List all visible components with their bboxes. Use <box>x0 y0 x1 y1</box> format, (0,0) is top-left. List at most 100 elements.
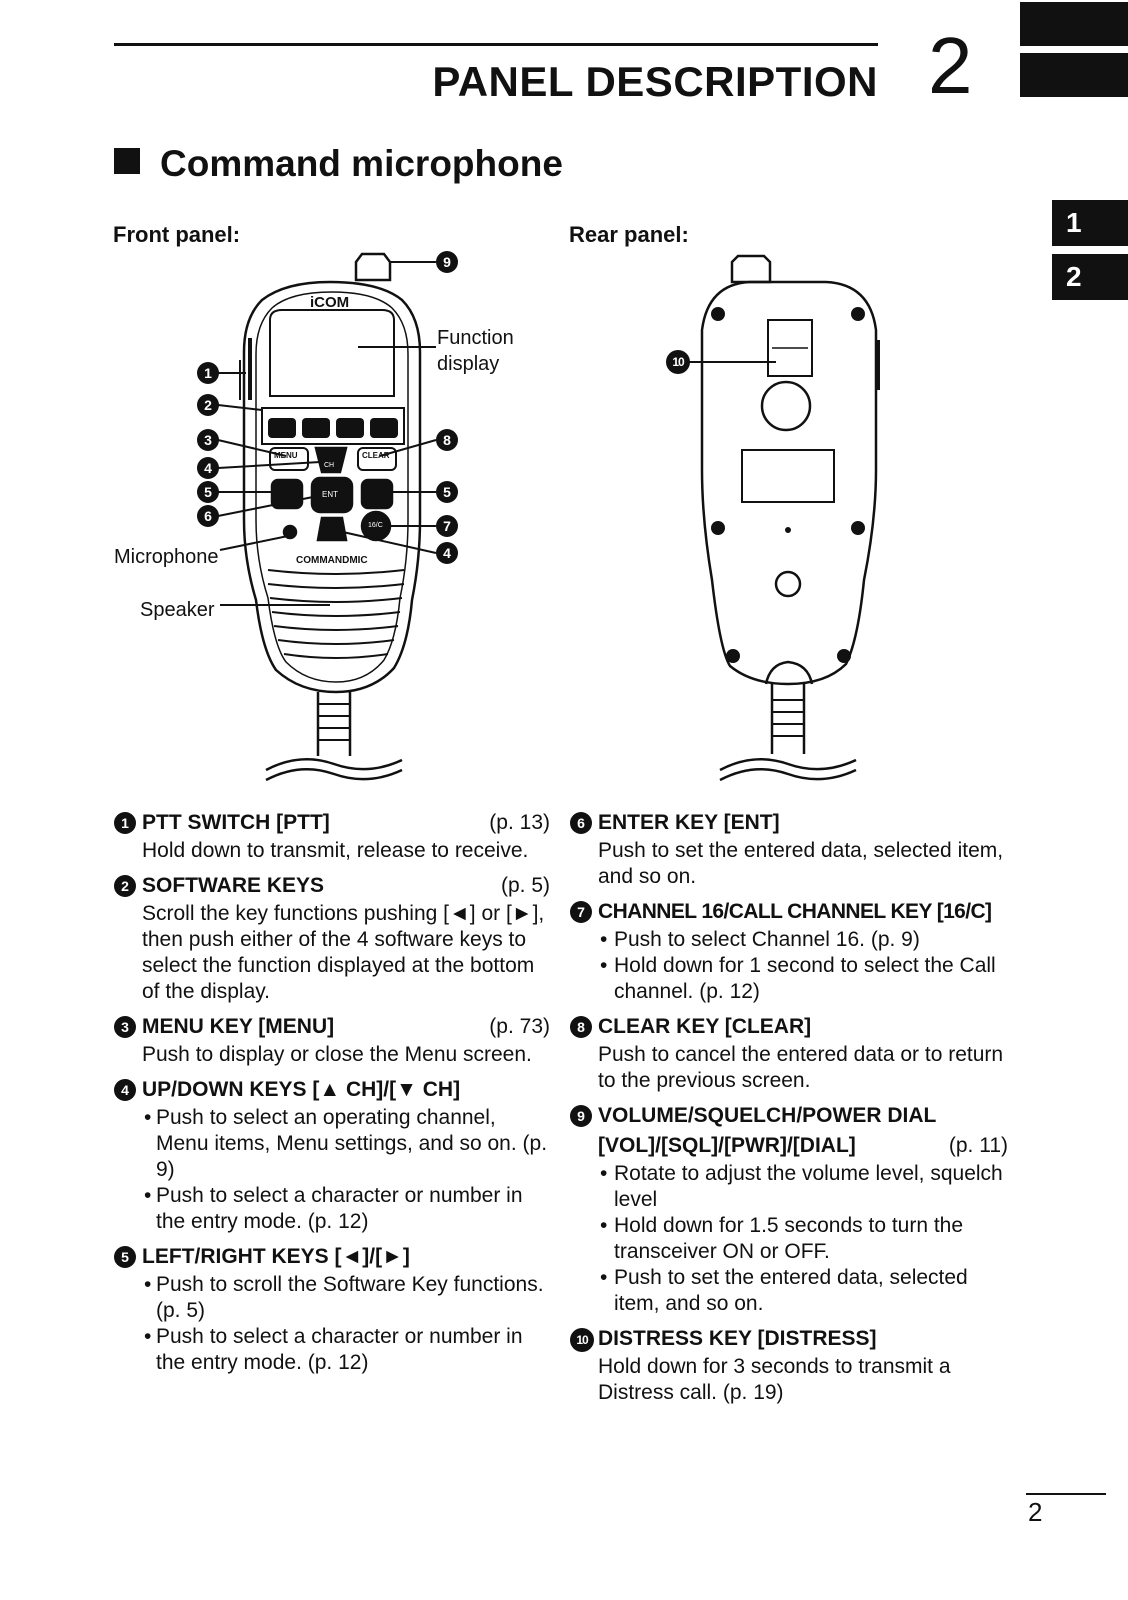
item-bullet: Hold down for 1 second to select the Cal… <box>570 953 1008 1005</box>
front-menu-key <box>269 447 309 471</box>
page-reference: (p. 11) <box>948 1134 1008 1157</box>
callout-5-right: 5 <box>436 481 458 503</box>
item-number: 9 <box>570 1105 592 1127</box>
speaker-callout: Speaker <box>140 599 215 621</box>
item-bullet: Hold down for 1.5 seconds to turn the tr… <box>570 1213 1008 1265</box>
callout-4-right: 4 <box>436 542 458 564</box>
item-description: Push to set the entered data, selected i… <box>598 839 1004 888</box>
item-description: Hold down for 3 seconds to transmit a Di… <box>598 1355 951 1404</box>
page-title: PANEL DESCRIPTION <box>432 58 878 105</box>
callout-4-left: 4 <box>197 457 219 479</box>
front-mic-body <box>242 280 422 694</box>
item-number: 6 <box>570 812 592 834</box>
item-number: 7 <box>570 901 592 923</box>
front-mic-knob <box>354 252 392 282</box>
rear-mic-knob <box>730 254 772 284</box>
footer-rule <box>1026 1493 1106 1495</box>
item-bullet: Push to select an operating channel, Men… <box>114 1105 550 1183</box>
item-title-line-1: VOLUME/SQUELCH/POWER DIAL <box>598 1104 937 1127</box>
item-title: CLEAR KEY [CLEAR] <box>598 1015 812 1038</box>
item-left-right-keys: 5 LEFT/RIGHT KEYS [◄]/[►] Push to scroll … <box>114 1242 550 1376</box>
header-rule <box>114 43 878 46</box>
item-software-keys: 2 SOFTWARE KEYS (p. 5) Scroll the key func… <box>114 871 550 1005</box>
callout-8: 8 <box>436 429 458 451</box>
front-cable <box>316 692 352 756</box>
function-display-callout: Function display <box>437 327 514 375</box>
callout-10: 10 <box>666 350 690 374</box>
item-description: Scroll the key functions pushing [◄] or … <box>142 902 545 1003</box>
front-mic-icon-dot <box>282 524 298 540</box>
item-title: PTT SWITCH [PTT] <box>142 811 330 834</box>
section-title: Command microphone <box>160 143 563 184</box>
callout-9: 9 <box>436 251 458 273</box>
item-bullet: Push to select a character or number in … <box>114 1183 550 1235</box>
item-number: 10 <box>570 1328 594 1352</box>
item-bullet: Rotate to adjust the volume level, squel… <box>570 1161 1008 1213</box>
front-down-key <box>316 516 348 542</box>
item-ptt-switch: 1 PTT SWITCH [PTT] (p. 13) Hold down to tr… <box>114 808 550 864</box>
page-reference: (p. 73) <box>489 1015 550 1038</box>
front-enter-key <box>310 476 354 514</box>
item-volume-dial: 9 VOLUME/SQUELCH/POWER DIAL [VOL]/[SQL]/[P… <box>570 1101 1008 1317</box>
item-bullet: Push to scroll the Software Key function… <box>114 1272 550 1324</box>
rear-distress-key <box>767 319 813 377</box>
rear-hole <box>774 570 802 598</box>
item-number: 1 <box>114 812 136 834</box>
item-number: 3 <box>114 1016 136 1038</box>
model-name: COMMANDMIC <box>296 555 368 566</box>
rear-clip-mount <box>760 380 812 432</box>
descriptions-left-column: 1 PTT SWITCH [PTT] (p. 13) Hold down to tr… <box>114 808 550 1383</box>
callout-2: 2 <box>197 394 219 416</box>
front-up-key <box>314 446 348 474</box>
item-number: 5 <box>114 1246 136 1268</box>
front-clear-key-label: CLEAR <box>362 451 390 460</box>
callout-6: 6 <box>197 505 219 527</box>
item-channel-16-key: 7 CHANNEL 16/CALL CHANNEL KEY [16/C] Push… <box>570 897 1008 1005</box>
callout-3: 3 <box>197 429 219 451</box>
chapter-tab-2[interactable]: 2 <box>1052 254 1128 300</box>
microphone-callout: Microphone <box>114 546 219 568</box>
front-mic-display <box>269 309 395 397</box>
chapter-tab-1[interactable]: 1 <box>1052 200 1128 246</box>
item-bullet: Push to select Channel 16. (p. 9) <box>570 927 1008 953</box>
corner-bar-bottom <box>1020 53 1128 97</box>
item-bullet: Push to set the entered data, selected i… <box>570 1265 1008 1317</box>
item-title-line-2: [VOL]/[SQL]/[PWR]/[DIAL] <box>598 1134 856 1157</box>
front-right-key <box>360 478 394 510</box>
item-clear-key: 8 CLEAR KEY [CLEAR] Push to cancel the en… <box>570 1012 1008 1094</box>
front-menu-key-label: MENU <box>274 451 298 460</box>
brand-logo: iCOM <box>310 294 350 311</box>
item-description: Push to cancel the entered data or to re… <box>598 1043 1004 1092</box>
item-title: LEFT/RIGHT KEYS [◄]/[►] <box>142 1245 410 1268</box>
item-title: DISTRESS KEY [DISTRESS] <box>598 1327 877 1350</box>
front-speaker-grille <box>267 569 405 659</box>
item-title: CHANNEL 16/CALL CHANNEL KEY [16/C] <box>598 900 992 923</box>
rear-cable <box>770 684 806 754</box>
item-title: SOFTWARE KEYS <box>142 874 325 897</box>
item-bullet: Push to select a character or number in … <box>114 1324 550 1376</box>
item-description: Hold down to transmit, release to receiv… <box>142 839 529 862</box>
page-reference: (p. 13) <box>489 811 550 834</box>
page-reference: (p. 5) <box>500 874 550 897</box>
item-number: 8 <box>570 1016 592 1038</box>
front-ch-key-label: CH <box>324 462 335 469</box>
callout-7: 7 <box>436 515 458 537</box>
rear-panel-label: Rear panel: <box>569 222 689 247</box>
callout-5-left: 5 <box>197 481 219 503</box>
section-square-icon <box>114 148 140 174</box>
item-number: 4 <box>114 1079 136 1101</box>
item-description: Push to display or close the Menu screen… <box>142 1043 532 1066</box>
front-panel-label: Front panel: <box>113 222 241 247</box>
item-up-down-keys: 4 UP/DOWN KEYS [▲ CH]/[▼ CH] Push to sele… <box>114 1075 550 1235</box>
front-software-keys <box>268 418 398 438</box>
item-title: UP/DOWN KEYS [▲ CH]/[▼ CH] <box>142 1078 461 1101</box>
item-number: 2 <box>114 875 136 897</box>
page-number: 2 <box>1028 1497 1043 1527</box>
front-mic-inner-outline <box>255 291 409 683</box>
corner-bar-top <box>1020 2 1128 46</box>
chapter-number: 2 <box>928 21 973 110</box>
